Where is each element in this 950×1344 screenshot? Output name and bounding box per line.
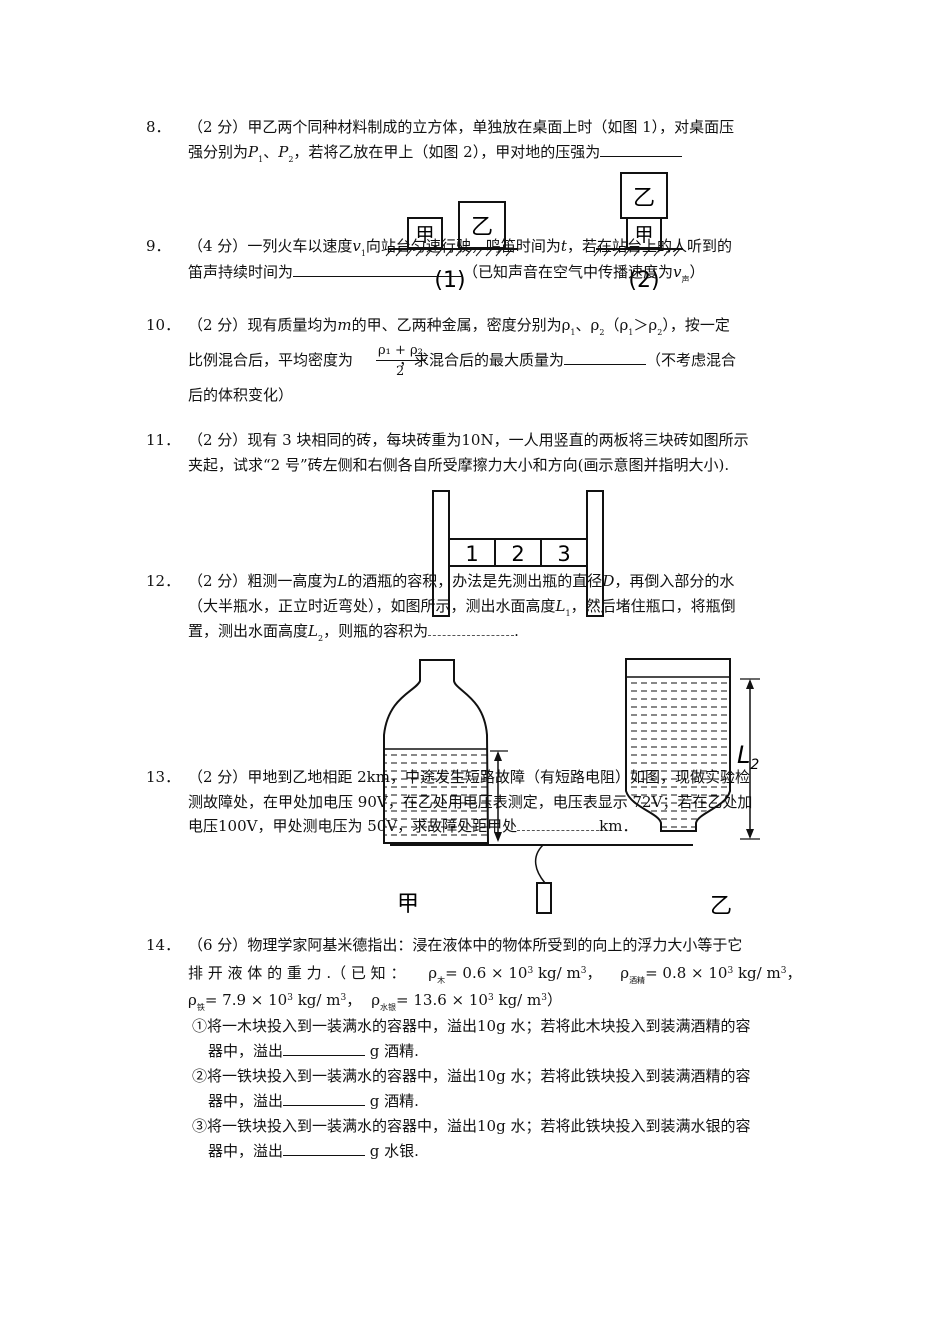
cube-jia-bottom-label: 甲 [634,224,653,246]
q12-answer-blank[interactable] [428,621,515,636]
hatch-2 [593,248,681,257]
q14-line1: （6 分）物理学家阿基米德指出：浸在液体中的物体所受到的向上的浮力大小等于它 [188,936,743,954]
q8-number: 8． [146,118,171,136]
q12-line3: 置，测出水面高度L2，则瓶的容积为. [188,621,519,643]
q14-number: 14． [146,936,181,954]
fig2-label: (2) [628,268,659,290]
q10-fraction-den: 2 [396,364,405,379]
q10-line2: 比例混合后，平均密度为，求混合后的最大质量为（不考虑混合 [188,350,737,369]
brick-1-label: 1 [465,542,478,566]
circuit-figure: 甲 乙 [390,844,732,919]
q12-line1: （2 分）粗测一高度为L的酒瓶的容积，办法是先测出瓶的直径D，再倒入部分的水 [188,572,735,590]
q10-fraction-num: ρ₁ + ρ₂ [378,343,423,358]
q11-line2: 夹起，试求“2 号”砖左侧和右侧各自所受摩擦力大小和方向(画示意图并指明大小). [188,456,730,474]
cube-yi-top [620,172,668,219]
q8-line1: （2 分）甲乙两个同种材料制成的立方体，单独放在桌面上时（如图 1），对桌面压 [188,118,735,136]
q13-line2: 测故障处，在甲处加电压 90V，在乙处用电压表测定，电压表显示 72V；若在乙处… [188,793,753,811]
q11-line1: （2 分）现有 3 块相同的砖，每块砖重为10N，一人用竖直的两板将三块砖如图所… [188,431,749,449]
q8-answer-blank[interactable] [600,142,683,157]
cubes-figure: 甲 乙 (1) 乙 甲 (2) [385,172,683,290]
q14-item3-answer-blank[interactable] [283,1141,366,1156]
bricks-figure: 1 2 3 [432,490,604,617]
inverted-bottle [625,658,731,832]
cube-yi-top-label: 乙 [633,186,655,211]
q10-answer-blank[interactable] [564,350,647,365]
q14-item1-answer-blank[interactable] [283,1041,366,1056]
q9-line1: （4 分）一列火车以速度v1向站台匀速行驶，鸣笛时间为t，若在站台上的人听到的 [188,237,732,258]
q14-item2-answer-blank[interactable] [283,1091,366,1106]
q10-number: 10． [146,316,181,334]
brick-3 [540,538,588,567]
q13-number: 13． [146,768,181,786]
l2-label: L2 [737,741,759,773]
bottles-figure: L2 [383,658,760,844]
q9-answer-blank[interactable] [293,262,464,277]
cube-yi-label: 乙 [471,215,493,240]
cube-jia-label: 甲 [415,224,434,246]
q14-line3: ρ铁= 7.9 × 103 kg/ m3，ρ水银= 13.6 × 103 kg/… [188,991,562,1012]
q13-answer-blank[interactable] [517,816,600,831]
q10-fraction-bar [376,360,426,361]
fig1-label: (1) [434,268,465,290]
upright-bottle [383,659,490,844]
q14-item3-line2: 器中，溢出 g 水银. [208,1141,419,1160]
upright-bottle-water [384,749,488,843]
q9-line2: 笛声持续时间为（已知声音在空气中传播速度为v声） [188,262,705,284]
q14-item1-line1: ①将一木块投入到一装满水的容器中，溢出10g 水；若将此木块投入到装满酒精的容 [192,1017,751,1035]
brick-2-label: 2 [511,542,524,566]
brick-2 [494,538,542,567]
q12-line2: （大半瓶水，正立时近弯处），如图所示，测出水面高度L1，然后堵住瓶口，将瓶倒 [188,597,736,618]
q14-line2: 排 开 液 体 的 重 力 .（ 已 知 ： ρ木= 0.6 × 103 kg/… [188,964,802,985]
q14-item1-line2: 器中，溢出 g 酒精. [208,1041,419,1060]
q14-item2-line1: ②将一铁块投入到一装满水的容器中，溢出10g 水；若将此铁块投入到装满酒精的容 [192,1067,751,1085]
fault-resistor [536,882,552,914]
label-yi: 乙 [710,894,732,919]
q14-item2-line2: 器中，溢出 g 酒精. [208,1091,419,1110]
hatch-1 [385,248,513,257]
inverted-bottle-water [626,677,730,791]
q8-line2: 强分别为P1、P2，若将乙放在甲上（如图 2），甲对地的压强为 [188,142,683,170]
q14-item3-line1: ③将一铁块投入到一装满水的容器中，溢出10g 水；若将此铁块投入到装满水银的容 [192,1117,751,1135]
label-jia: 甲 [397,892,419,917]
q12-number: 12． [146,572,181,590]
q10-line3: 后的体积变化） [188,386,294,404]
q10-line1: （2 分）现有质量均为m的甲、乙两种金属，密度分别为ρ1、ρ2（ρ1＞ρ2），按… [188,316,730,337]
brick-3-label: 3 [557,542,570,566]
inverted-bottle-water-neck [630,791,726,829]
brick-1 [448,538,496,567]
q9-number: 9． [146,237,171,255]
wire-drop [534,844,546,884]
q13-line1: （2 分）甲地到乙地相距 2km，中途发生短路故障（有短路电阻）如图，现做实验检 [188,768,750,786]
q11-number: 11． [146,431,181,449]
